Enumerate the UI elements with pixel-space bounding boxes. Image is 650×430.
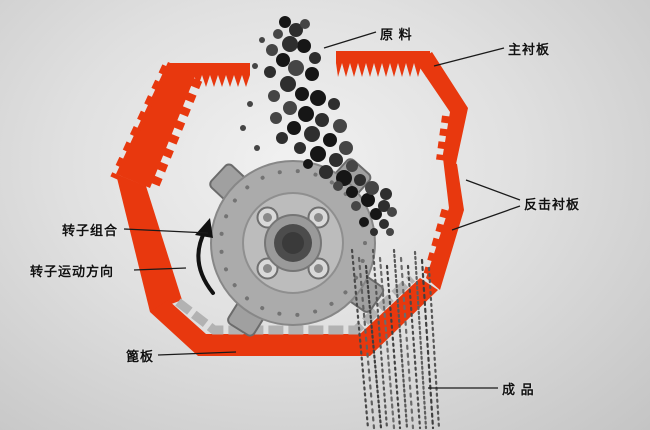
finished-product-stream bbox=[350, 248, 441, 430]
label-rotor-assembly: 转子组合 bbox=[62, 223, 119, 238]
label-grate-plate: 篦板 bbox=[126, 349, 155, 364]
label-main-liner: 主衬板 bbox=[508, 42, 551, 57]
label-raw-material: 原 料 bbox=[380, 27, 413, 42]
rotation-arrow bbox=[195, 218, 215, 295]
rotor-hub-core bbox=[282, 232, 304, 254]
label-rotor-direction: 转子运动方向 bbox=[30, 264, 115, 279]
leader-impact-liner-1 bbox=[465, 179, 521, 201]
left-upper-wall bbox=[116, 62, 196, 188]
left-lower-wall bbox=[116, 174, 182, 312]
rotor-bolt-centers bbox=[263, 213, 323, 273]
leader-grate-plate bbox=[157, 351, 237, 356]
impact-liner-steps-lower bbox=[423, 208, 451, 276]
leader-lines bbox=[123, 31, 521, 389]
crusher-housing bbox=[110, 51, 468, 356]
leader-impact-liner-2 bbox=[451, 205, 521, 231]
rotor-bolt-ring bbox=[219, 169, 367, 317]
leader-rotor-direction bbox=[133, 267, 187, 271]
rotor-assembly bbox=[209, 158, 385, 337]
left-wall-steps bbox=[110, 64, 170, 180]
bottom-trough bbox=[150, 278, 438, 356]
main-liner-plate bbox=[336, 51, 430, 77]
leader-raw-material bbox=[323, 31, 377, 49]
raw-material-rocks bbox=[240, 16, 397, 236]
left-wall-serration bbox=[149, 78, 203, 190]
leader-main-liner bbox=[433, 47, 505, 67]
label-impact-liner: 反击衬板 bbox=[524, 197, 581, 212]
leader-rotor-assembly bbox=[123, 228, 209, 234]
label-finished-product: 成 品 bbox=[502, 382, 535, 397]
right-upper-wall bbox=[416, 52, 468, 164]
grate-plate-band bbox=[175, 274, 416, 335]
